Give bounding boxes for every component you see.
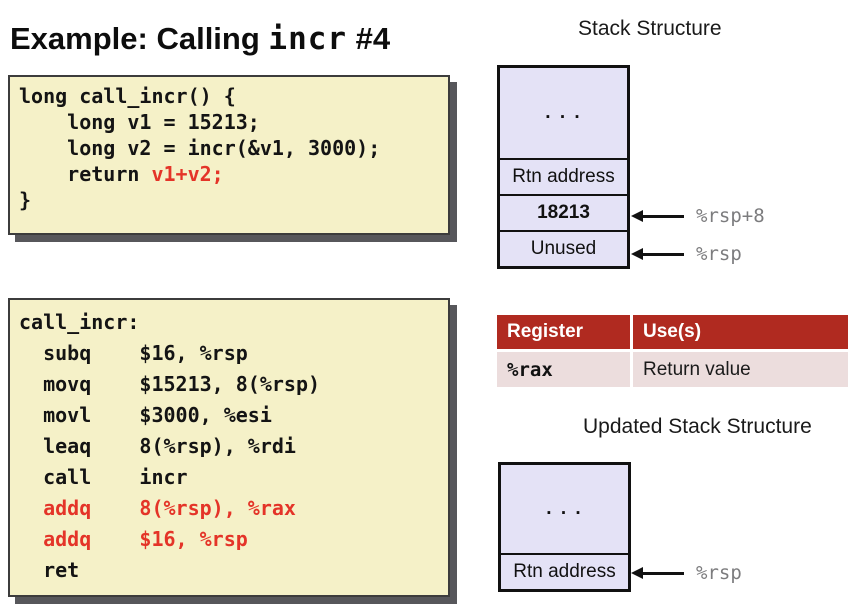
asm-line-subq: subq $16, %rsp [19, 341, 248, 365]
register-table-header: Register Use(s) [497, 315, 848, 349]
title-prefix: Example: Calling [10, 20, 269, 56]
rsp-label: %rsp [696, 243, 742, 265]
c-code-line: long v2 = incr(&v1, 3000); [19, 136, 381, 160]
register-table: Register Use(s) %rax Return value [497, 315, 848, 387]
stack-cell-rtn-address: Rtn address [500, 158, 627, 194]
asm-line-addq-rsp: addq $16, %rsp [19, 527, 248, 551]
register-header-cell: Register [497, 315, 630, 349]
c-return-expression-red: v1+v2; [151, 162, 224, 186]
updated-stack-structure-heading: Updated Stack Structure [583, 415, 812, 438]
rsp-pointer: %rsp [630, 243, 742, 265]
title-mono-incr: incr [268, 20, 348, 57]
stack-structure-heading: Stack Structure [578, 17, 722, 40]
asm-line-label: call_incr: [19, 310, 140, 334]
register-use-cell: Return value [633, 352, 848, 387]
stack-diagram: . . . Rtn address 18213 Unused [497, 65, 630, 269]
left-arrow-icon [642, 214, 684, 218]
stack-cell-ellipsis: . . . [500, 68, 627, 158]
asm-line-ret: ret [19, 558, 80, 582]
asm-line-call: call incr [19, 465, 188, 489]
stack-cell-unused: Unused [500, 230, 627, 266]
uses-header-cell: Use(s) [633, 315, 848, 349]
c-code-block: long call_incr() { long v1 = 15213; long… [8, 75, 450, 235]
c-code-line: long v1 = 15213; [19, 110, 260, 134]
c-code-line-return: return v1+v2; [19, 161, 448, 187]
c-code-line: long call_incr() { [19, 84, 236, 108]
page-title: Example: Calling incr #4 [10, 21, 390, 57]
rsp-plus8-label: %rsp+8 [696, 205, 765, 227]
register-name-cell: %rax [497, 352, 630, 387]
updated-stack-diagram: . . . Rtn address [498, 462, 631, 592]
asm-line-movq: movq $15213, 8(%rsp) [19, 372, 321, 396]
rsp-plus8-pointer: %rsp+8 [630, 205, 765, 227]
title-suffix: #4 [347, 20, 391, 56]
left-arrow-icon [642, 571, 684, 575]
left-arrow-icon [642, 252, 684, 256]
register-table-row: %rax Return value [497, 352, 848, 387]
updated-rsp-label: %rsp [696, 562, 742, 584]
c-return-keyword: return [19, 162, 152, 186]
stack-cell-rtn-address: Rtn address [501, 553, 628, 589]
asm-line-leaq: leaq 8(%rsp), %rdi [19, 434, 296, 458]
c-code-line: } [19, 188, 32, 212]
updated-rsp-pointer: %rsp [630, 562, 742, 584]
assembly-code-block: call_incr: subq $16, %rsp movq $15213, 8… [8, 298, 450, 597]
stack-cell-18213: 18213 [500, 194, 627, 230]
asm-line-movl: movl $3000, %esi [19, 403, 272, 427]
stack-cell-ellipsis: . . . [501, 465, 628, 553]
asm-line-addq-rax: addq 8(%rsp), %rax [19, 496, 296, 520]
